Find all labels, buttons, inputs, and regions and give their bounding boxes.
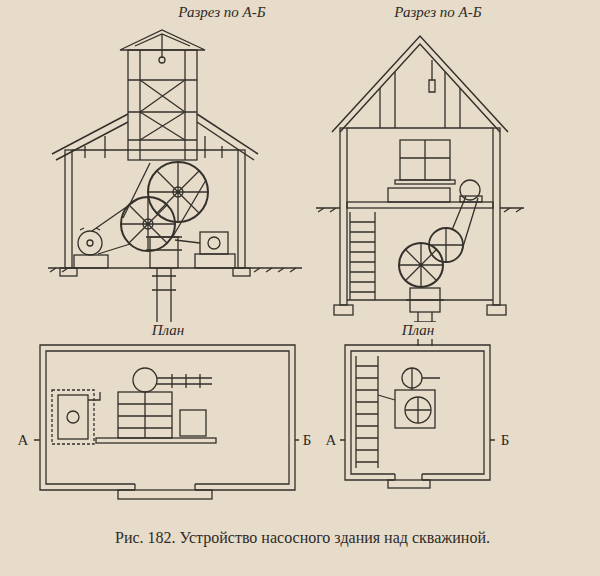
section-title: Разрез по А-Б: [392, 4, 483, 21]
section-mark: А: [16, 432, 31, 449]
figure-caption: Рис. 182. Устройство насосного здания на…: [105, 528, 500, 548]
section-mark: А: [324, 432, 339, 449]
plan-title: План: [150, 322, 187, 339]
section-mark: Б: [499, 432, 512, 449]
left-section: [48, 30, 302, 334]
right-plan: [340, 345, 495, 488]
plan-title: План: [400, 322, 437, 339]
section-title: Разрез по А-Б: [176, 4, 267, 21]
right-section: [316, 36, 524, 346]
left-plan: [34, 345, 299, 499]
section-mark: Б: [301, 432, 314, 449]
